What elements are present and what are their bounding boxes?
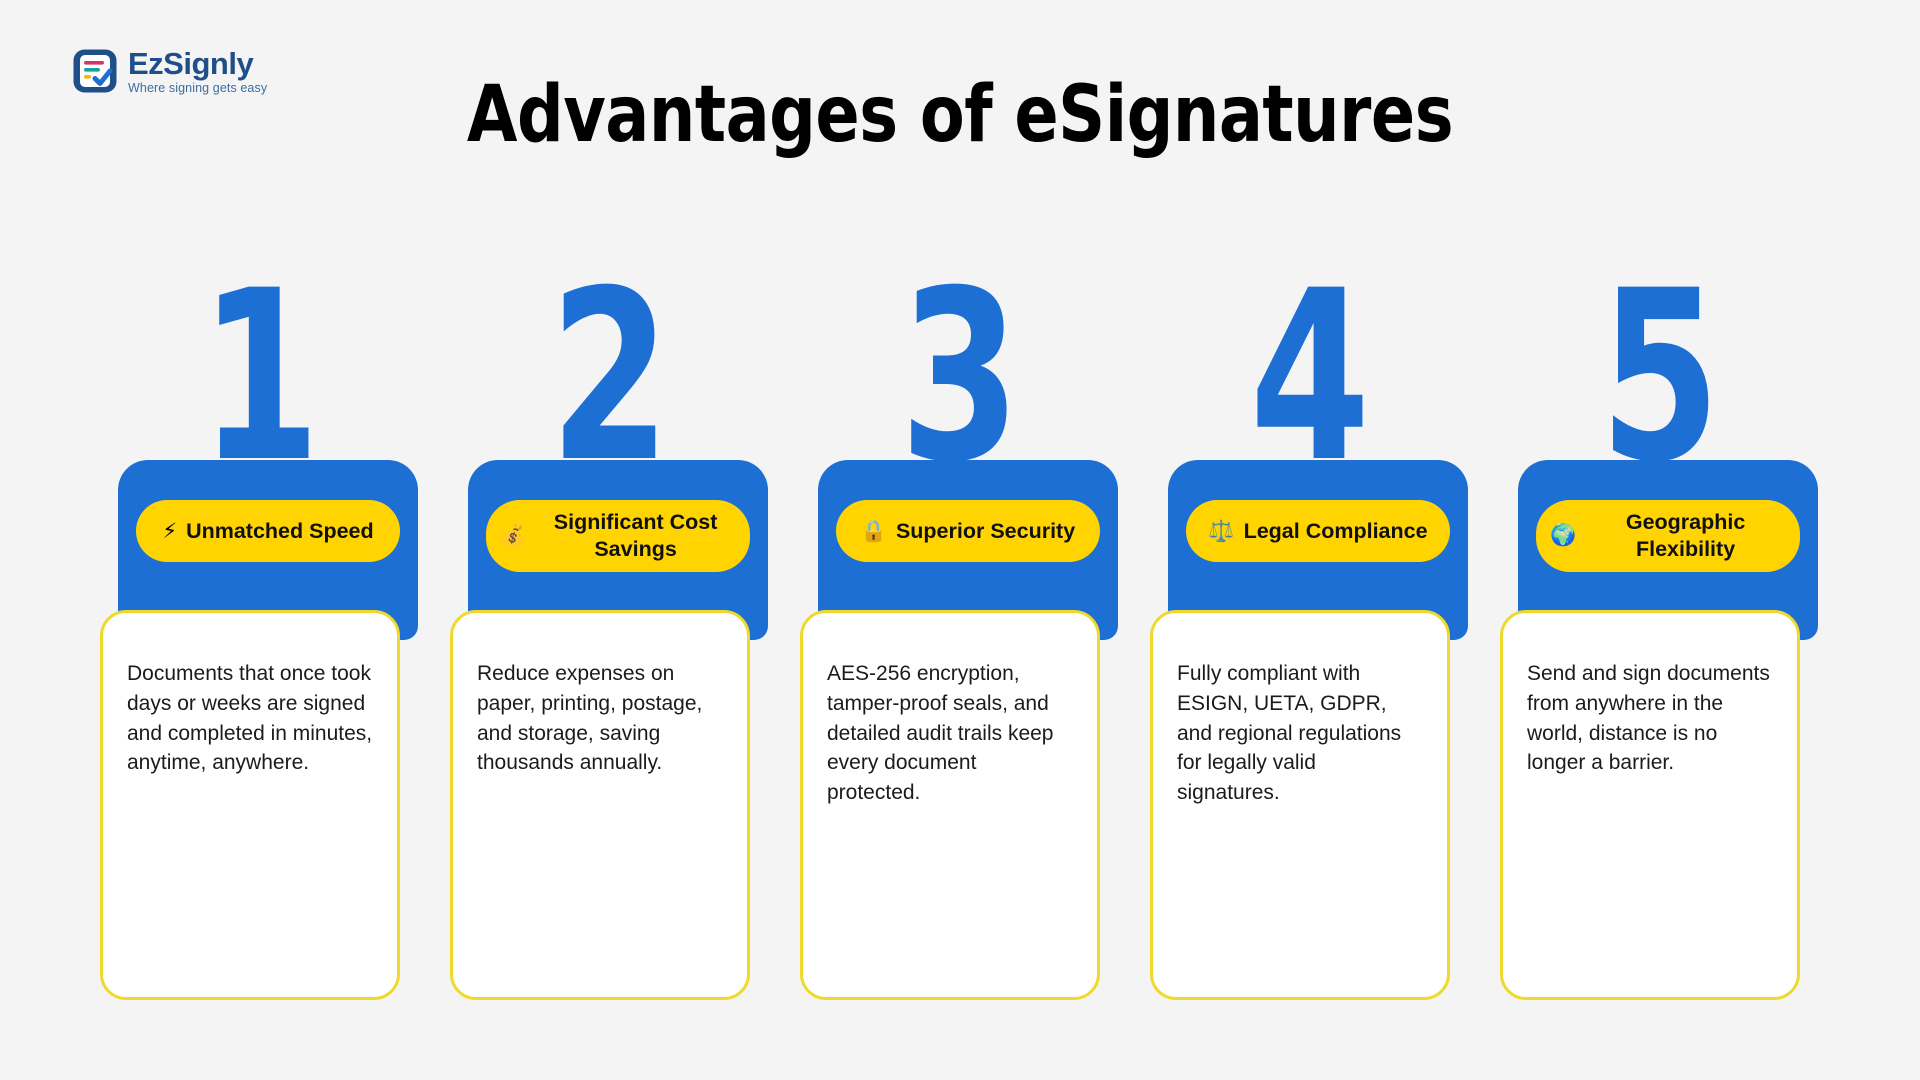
card-badge[interactable]: 🔒 Superior Security (836, 500, 1100, 562)
money-bag-icon: 💰 (500, 523, 527, 548)
advantage-card: 3 🔒 Superior Security AES-256 encryption… (800, 260, 1120, 1000)
advantage-card: 2 💰 Significant Cost Savings Reduce expe… (450, 260, 770, 1000)
card-number: 5 (1599, 241, 1721, 514)
card-number: 3 (899, 241, 1021, 514)
card-badge[interactable]: 💰 Significant Cost Savings (486, 500, 750, 572)
card-badge[interactable]: ⚡ Unmatched Speed (136, 500, 400, 562)
globe-icon: 🌍 (1550, 523, 1577, 548)
card-body-panel: Send and sign documents from anywhere in… (1500, 610, 1800, 1000)
card-body-panel: Documents that once took days or weeks a… (100, 610, 400, 1000)
card-badge[interactable]: ⚖️ Legal Compliance (1186, 500, 1450, 562)
card-title: Legal Compliance (1243, 518, 1428, 543)
card-body-panel: Reduce expenses on paper, printing, post… (450, 610, 750, 1000)
card-body-text: Send and sign documents from anywhere in… (1527, 662, 1770, 775)
card-body-text: Fully compliant with ESIGN, UETA, GDPR, … (1177, 662, 1402, 805)
advantage-card: 5 🌍 Geographic Flexibility Send and sign… (1500, 260, 1820, 1000)
advantage-card: 4 ⚖️ Legal Compliance Fully compliant wi… (1150, 260, 1470, 1000)
card-body-text: Reduce expenses on paper, printing, post… (477, 662, 703, 775)
advantage-card: 1 ⚡ Unmatched Speed Documents that once … (100, 260, 420, 1000)
card-title: Geographic Flexibility (1625, 510, 1746, 561)
lock-icon: 🔒 (860, 518, 887, 543)
brand-tagline: Where signing gets easy (128, 81, 268, 95)
card-body-text: Documents that once took days or weeks a… (127, 662, 373, 775)
card-title: Unmatched Speed (186, 518, 374, 543)
card-title: Superior Security (895, 518, 1076, 543)
brand-name: EzSignly (128, 46, 254, 81)
card-badge[interactable]: 🌍 Geographic Flexibility (1536, 500, 1800, 572)
card-number: 2 (549, 241, 671, 514)
lightning-bolt-icon: ⚡ (162, 518, 178, 543)
card-body-panel: AES-256 encryption, tamper-proof seals, … (800, 610, 1100, 1000)
advantage-card-row: 1 ⚡ Unmatched Speed Documents that once … (100, 260, 1820, 1000)
document-check-icon (72, 48, 118, 94)
card-number: 4 (1249, 241, 1371, 514)
page-title: Advantages of eSignatures (466, 70, 1454, 160)
card-body-panel: Fully compliant with ESIGN, UETA, GDPR, … (1150, 610, 1450, 1000)
balance-scale-icon: ⚖️ (1208, 518, 1235, 543)
card-title: Significant Cost Savings (553, 510, 718, 561)
brand-logo: EzSignly Where signing gets easy (72, 48, 267, 95)
card-body-text: AES-256 encryption, tamper-proof seals, … (827, 662, 1054, 805)
card-number: 1 (199, 241, 321, 514)
